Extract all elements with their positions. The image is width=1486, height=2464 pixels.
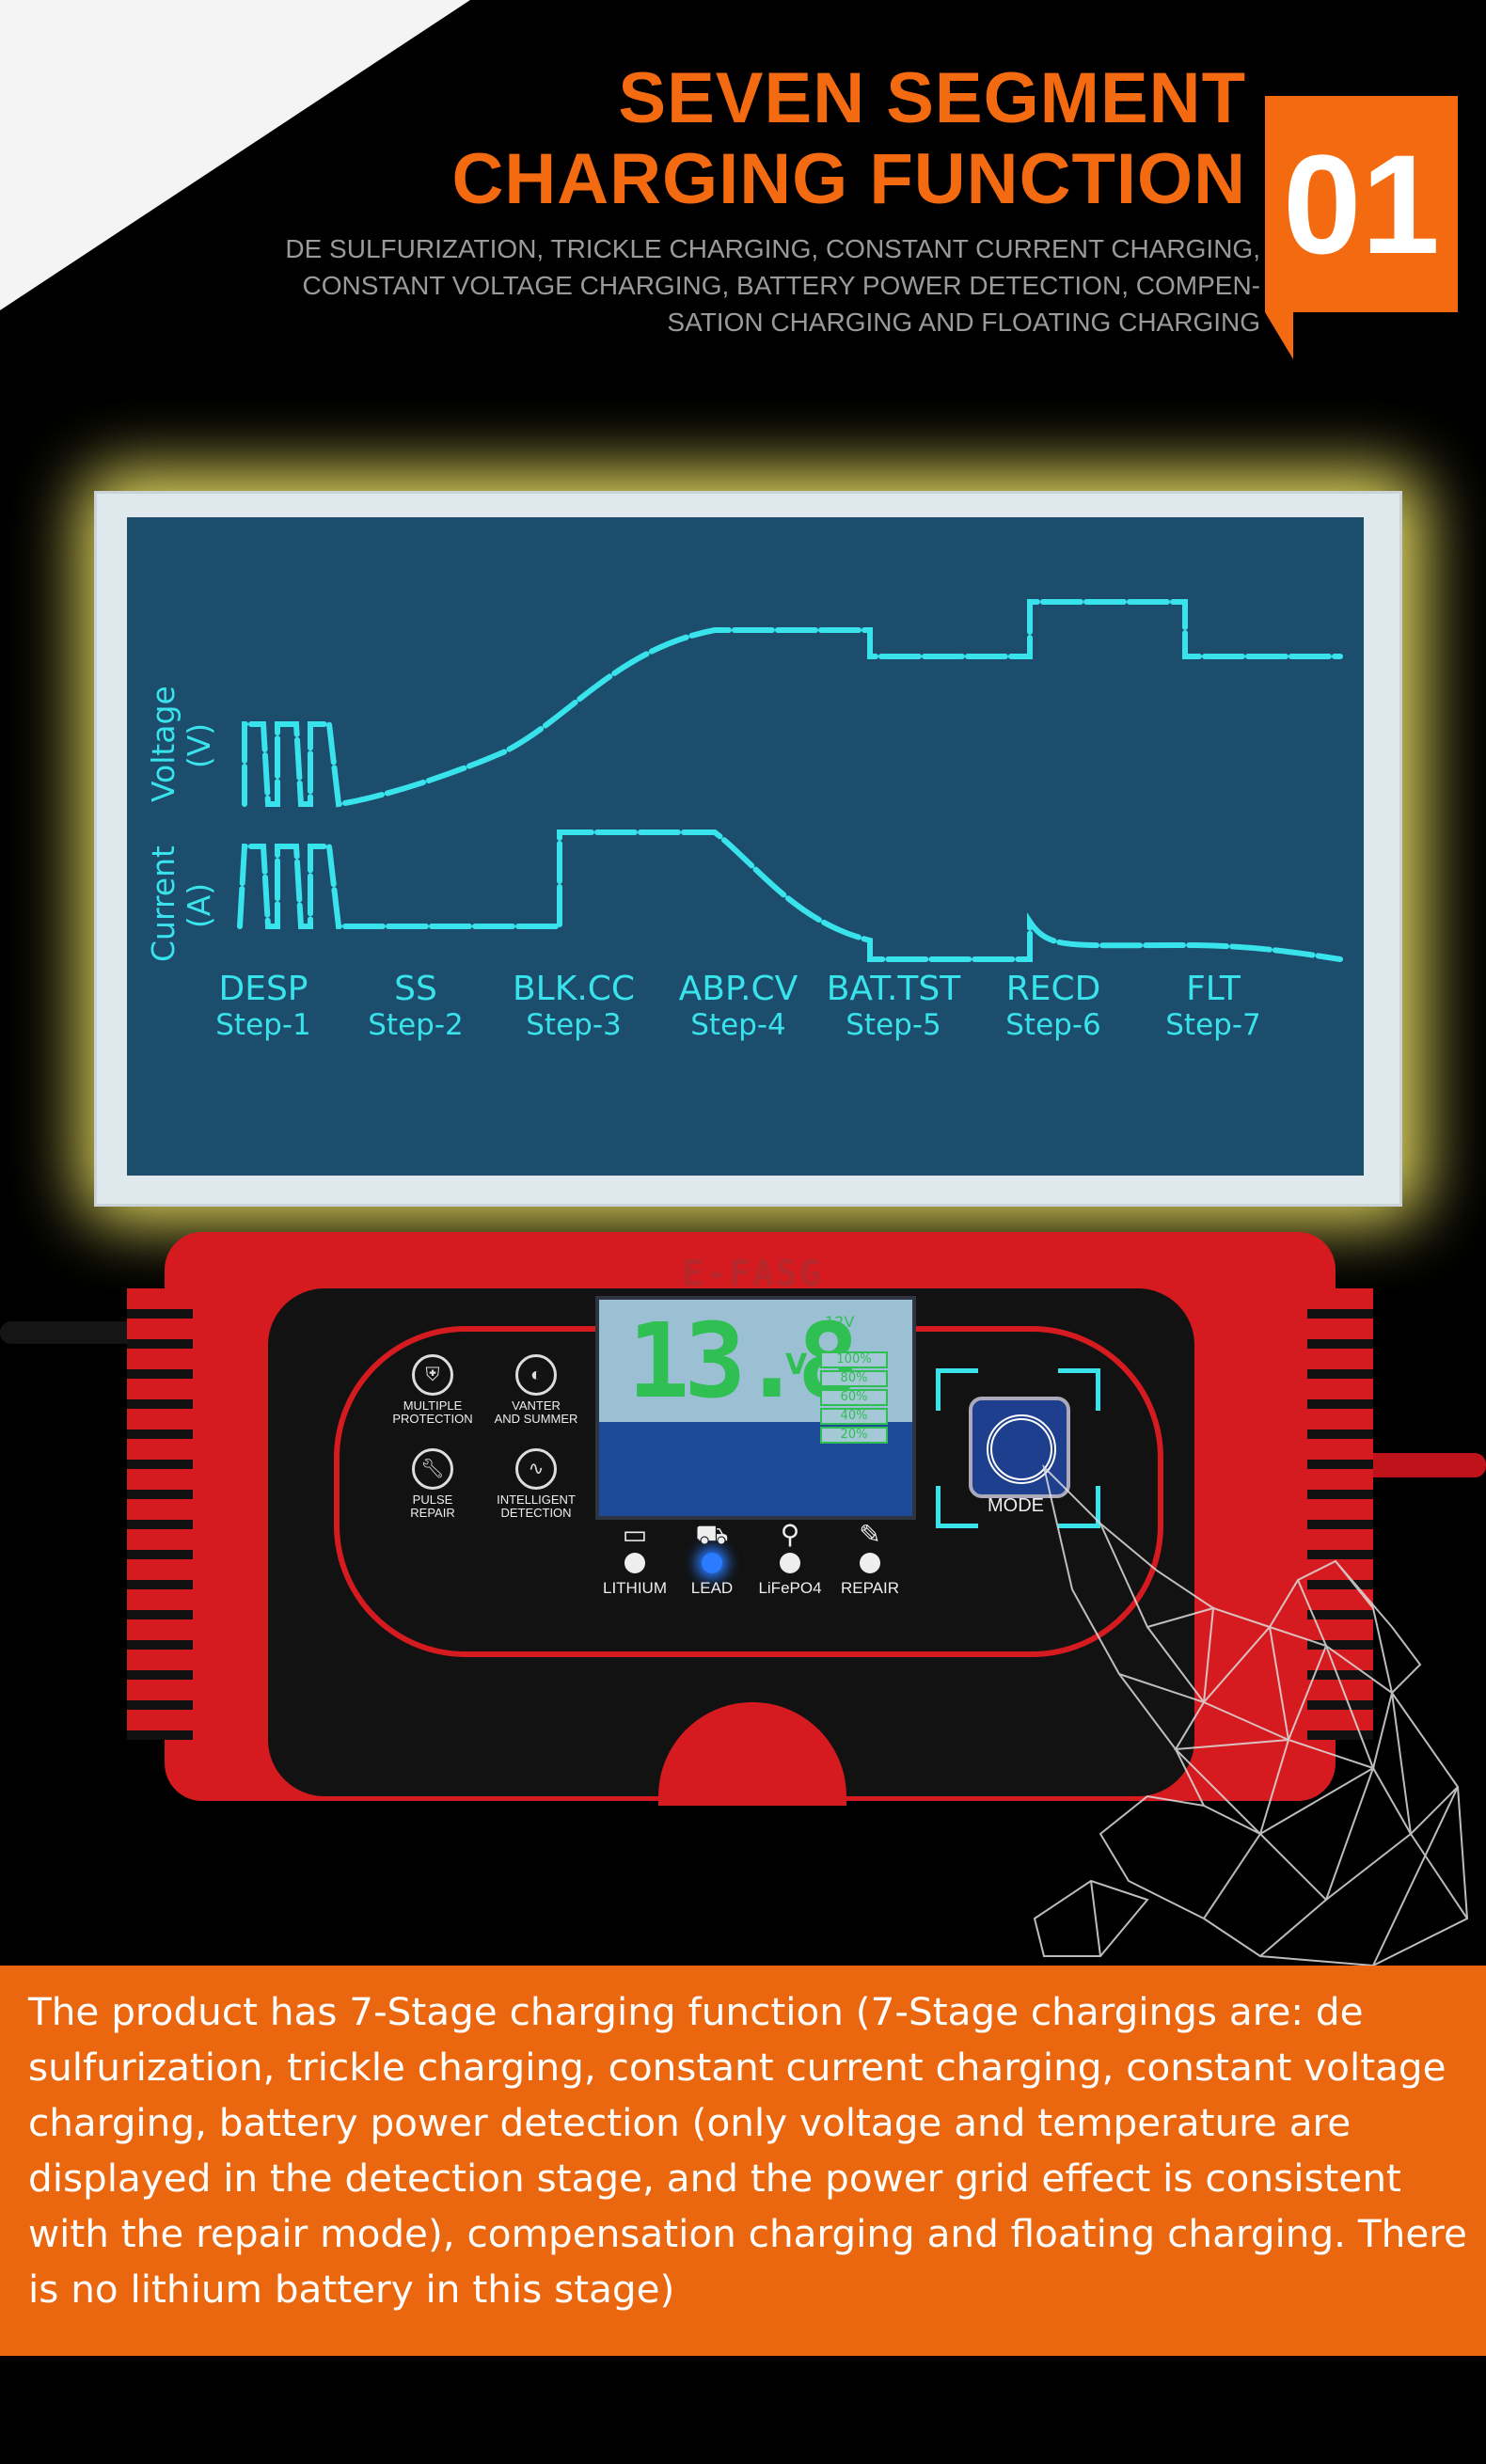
charging-curve-svg xyxy=(237,599,1343,962)
step-number: Step-6 xyxy=(1005,1008,1101,1042)
motorbike-icon: ⚲ xyxy=(780,1520,800,1549)
mode-label: LEAD xyxy=(690,1579,734,1597)
step-name: DESP xyxy=(218,970,308,1008)
level-40: 40% xyxy=(820,1408,888,1425)
bracket-tl xyxy=(936,1368,978,1411)
step-number: Step-2 xyxy=(368,1008,464,1042)
battery-icon: ▭ xyxy=(622,1520,648,1549)
corner-decoration xyxy=(0,0,470,310)
battery-mode-indicators: ▭ LITHIUM ⛟ LEAD ⚲ LiFePO4 ✎ REPAIR xyxy=(593,1519,912,1603)
feature-label: PULSE xyxy=(412,1493,453,1507)
device-display: 13.8 V 12V 100% 80% 60% 40% 20% xyxy=(595,1296,916,1520)
led-indicator xyxy=(860,1553,880,1573)
feature-label: AND SUMMER xyxy=(494,1412,578,1426)
wrench-icon: ✎ xyxy=(859,1520,881,1549)
mode-button-label: MODE xyxy=(988,1495,1044,1516)
title-line-2: CHARGING FUNCTION xyxy=(451,139,1246,219)
subtitle-line-3: SATION CHARGING AND FLOATING CHARGING xyxy=(667,308,1260,337)
subtitle-line-2: CONSTANT VOLTAGE CHARGING, BATTERY POWER… xyxy=(302,271,1260,300)
description-text: The product has 7-Stage charging functio… xyxy=(28,1989,1467,2312)
feature-label: DETECTION xyxy=(500,1506,572,1520)
description-band xyxy=(0,1966,1486,2356)
step-name: ABP.CV xyxy=(678,970,798,1008)
level-100: 100% xyxy=(820,1351,888,1368)
feature-label: VANTER xyxy=(512,1398,561,1413)
voltage-axis-label: Voltage (V) xyxy=(145,686,217,802)
badge-number: 01 xyxy=(1283,125,1440,283)
display-12v: 12V xyxy=(825,1313,855,1331)
led-indicator xyxy=(624,1553,645,1573)
bracket-tr xyxy=(1058,1368,1100,1411)
step-number: Step-4 xyxy=(690,1008,786,1042)
car-icon: ⛟ xyxy=(695,1520,729,1549)
wrench-icon: 🔧︎ xyxy=(412,1448,453,1490)
step-number: Step-7 xyxy=(1165,1008,1261,1042)
section-badge: 01 xyxy=(1265,96,1458,359)
current-label-unit: (A) xyxy=(181,882,217,929)
title-line-1: SEVEN SEGMENT xyxy=(618,58,1246,138)
mode-button[interactable] xyxy=(969,1397,1070,1498)
voltage-label-unit: (V) xyxy=(181,722,217,769)
step-name: RECD xyxy=(1005,970,1101,1008)
bracket-bl xyxy=(936,1486,978,1528)
current-axis-label: Current (A) xyxy=(145,845,217,962)
subtitle-line-1: DE SULFURIZATION, TRICKLE CHARGING, CONS… xyxy=(285,234,1260,263)
wireframe-hand-icon xyxy=(1033,1463,1469,1967)
mode-lifepo4: ⚲ LiFePO4 xyxy=(748,1519,832,1598)
shield-icon: ⛨ xyxy=(412,1354,453,1396)
pulse-icon: ∿ xyxy=(515,1448,557,1490)
mode-lithium: ▭ LITHIUM xyxy=(593,1519,677,1598)
current-curve xyxy=(237,829,1343,962)
brand-logo: E-FASG xyxy=(682,1253,823,1294)
level-80: 80% xyxy=(820,1370,888,1387)
voltage-label-text: Voltage xyxy=(145,686,182,802)
page-title: SEVEN SEGMENT CHARGING FUNCTION xyxy=(451,58,1246,220)
battery-level-bars: 100% 80% 60% 40% 20% xyxy=(820,1351,888,1445)
mode-label: LiFePO4 xyxy=(758,1579,822,1597)
bracket-br xyxy=(1058,1486,1100,1528)
step-number: Step-5 xyxy=(846,1008,941,1042)
mode-repair: ✎ REPAIR xyxy=(828,1519,912,1598)
step-name: BLK.CC xyxy=(512,970,636,1008)
feature-label: INTELLIGENT xyxy=(497,1493,576,1507)
mode-lead: ⛟ LEAD xyxy=(670,1519,754,1598)
feature-label: PROTECTION xyxy=(392,1412,473,1426)
step-name: FLT xyxy=(1186,970,1241,1008)
current-label-text: Current xyxy=(145,845,182,962)
fingerprint-icon xyxy=(987,1414,1056,1484)
step-name: SS xyxy=(394,970,437,1008)
level-20: 20% xyxy=(820,1427,888,1444)
mode-label: LITHIUM xyxy=(603,1579,667,1597)
level-60: 60% xyxy=(820,1389,888,1406)
feature-label: MULTIPLE xyxy=(403,1398,463,1413)
led-indicator-active xyxy=(702,1553,722,1573)
half-moon-icon: ◐ xyxy=(515,1354,557,1396)
led-indicator xyxy=(780,1553,800,1573)
step-number: Step-3 xyxy=(526,1008,622,1042)
step-number: Step-1 xyxy=(215,1008,311,1042)
mode-label: REPAIR xyxy=(840,1579,900,1597)
voltage-curve xyxy=(242,599,1343,808)
voltage-unit: V xyxy=(785,1349,808,1382)
feature-label: REPAIR xyxy=(410,1506,455,1520)
page-subtitle: DE SULFURIZATION, TRICKLE CHARGING, CONS… xyxy=(226,230,1260,340)
step-name: BAT.TST xyxy=(826,970,961,1008)
